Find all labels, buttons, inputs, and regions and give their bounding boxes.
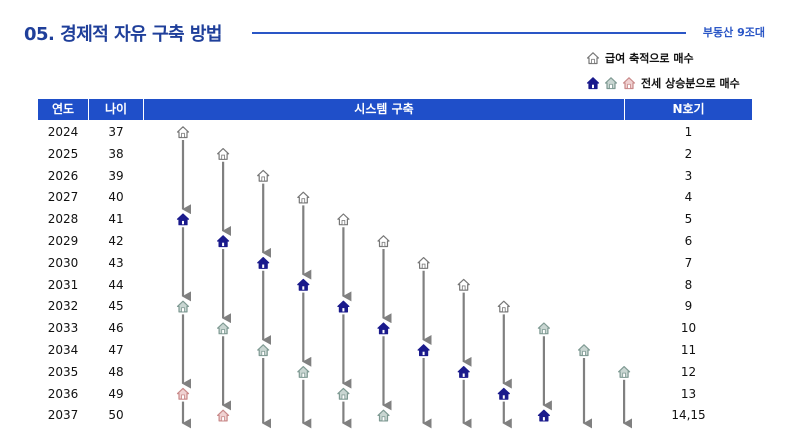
house-outline-icon [497, 300, 510, 313]
legend-salary: 급여 축적으로 매수 [586, 50, 694, 66]
n-unit-cell: 13 [680, 386, 697, 401]
n-unit-cell: 7 [684, 255, 693, 270]
year-cell: 2025 [47, 146, 79, 161]
year-cell: 2030 [47, 255, 79, 270]
n-unit-cell: 1 [684, 125, 693, 139]
n-unit-cell: 4 [684, 190, 693, 205]
house-rose-icon [622, 77, 636, 90]
house-rose-icon [622, 77, 636, 90]
year-cell: 2027 [47, 190, 79, 205]
house-rose-icon [176, 387, 190, 400]
n-unit-cell: 2 [684, 146, 693, 161]
house-navy-icon [417, 344, 430, 357]
house-outline-icon [417, 256, 430, 269]
house-navy-icon [257, 256, 270, 269]
house-gray-icon [537, 322, 551, 335]
year-cell: 2029 [47, 234, 79, 248]
age-cell: 47 [108, 343, 124, 357]
n-unit-cell: 14,15 [671, 408, 706, 423]
year-cell: 2034 [47, 343, 79, 357]
house-outline-icon [217, 148, 230, 160]
house-gray-icon [176, 300, 190, 313]
year-cell: 2036 [47, 386, 79, 401]
house-outline-icon [586, 52, 600, 65]
house-navy-icon [497, 387, 510, 400]
table-header: 연도 나이 시스템 구축 N호기 [38, 99, 752, 120]
header-year: 연도 [51, 102, 75, 116]
year-cell: 2032 [47, 299, 79, 314]
house-gray-icon [257, 344, 270, 357]
house-navy-icon [377, 322, 390, 335]
age-cell: 39 [108, 168, 124, 183]
age-cell: 43 [108, 255, 124, 270]
page-title: 05. 경제적 자유 구축 방법 [24, 24, 223, 45]
age-cell: 46 [108, 321, 124, 336]
n-unit-cell: 6 [684, 234, 693, 248]
header-divider [624, 99, 625, 120]
year-cell: 2026 [47, 168, 79, 183]
age-cell: 50 [108, 408, 124, 423]
house-gray-icon [377, 409, 390, 422]
age-cell: 37 [108, 125, 124, 139]
house-outline-icon [586, 52, 600, 65]
house-outline-icon [297, 191, 310, 204]
legend-deposit-icons [586, 76, 636, 90]
house-outline-icon [176, 126, 190, 139]
n-unit-cell: 3 [684, 168, 693, 183]
house-navy-icon [586, 77, 600, 90]
age-cell: 49 [108, 386, 124, 401]
house-outline-icon [337, 213, 350, 226]
n-unit-cell: 12 [680, 364, 697, 379]
n-unit-cell: 5 [684, 212, 693, 227]
header-divider [88, 99, 89, 120]
year-cell: 2031 [47, 277, 79, 292]
title-divider [252, 32, 686, 34]
house-gray-icon [297, 365, 310, 378]
house-gray-icon [617, 365, 631, 378]
legend-salary-label: 급여 축적으로 매수 [605, 52, 694, 65]
age-cell: 48 [108, 364, 124, 379]
legend-salary-icons [586, 51, 600, 65]
legend-deposit: 전세 상승분으로 매수 [586, 75, 740, 91]
age-cell: 42 [108, 234, 124, 248]
house-outline-icon [257, 169, 270, 182]
house-outline-icon [377, 235, 390, 248]
header-divider [143, 99, 144, 120]
house-navy-icon [297, 278, 310, 291]
year-cell: 2037 [47, 408, 79, 423]
house-gray-icon [337, 387, 350, 400]
age-cell: 41 [108, 212, 124, 227]
year-cell: 2024 [47, 125, 79, 139]
n-unit-cell: 10 [680, 321, 697, 336]
year-cell: 2033 [47, 321, 79, 336]
house-rose-icon [217, 409, 230, 422]
house-gray-icon [217, 322, 230, 335]
house-navy-icon [176, 213, 190, 226]
n-unit-cell: 9 [684, 299, 693, 314]
house-gray-icon [604, 77, 618, 90]
header-n-unit: N호기 [672, 102, 705, 116]
n-unit-cell: 8 [684, 277, 693, 292]
house-navy-icon [586, 77, 600, 90]
n-unit-cell: 11 [680, 343, 697, 357]
house-navy-icon [217, 235, 230, 248]
legend-deposit-label: 전세 상승분으로 매수 [641, 77, 740, 90]
header-system: 시스템 구축 [354, 102, 414, 116]
age-cell: 45 [108, 299, 124, 314]
house-navy-icon [537, 409, 551, 422]
header-age: 나이 [104, 102, 128, 116]
house-gray-icon [577, 344, 591, 357]
house-outline-icon [457, 278, 470, 291]
age-cell: 44 [108, 277, 124, 292]
brand-label: 부동산 9조대 [702, 26, 765, 39]
age-cell: 40 [108, 190, 124, 205]
house-navy-icon [457, 365, 470, 378]
house-navy-icon [337, 300, 350, 313]
age-cell: 38 [108, 146, 124, 161]
year-cell: 2035 [47, 364, 79, 379]
year-cell: 2028 [47, 212, 79, 227]
house-gray-icon [604, 77, 618, 90]
